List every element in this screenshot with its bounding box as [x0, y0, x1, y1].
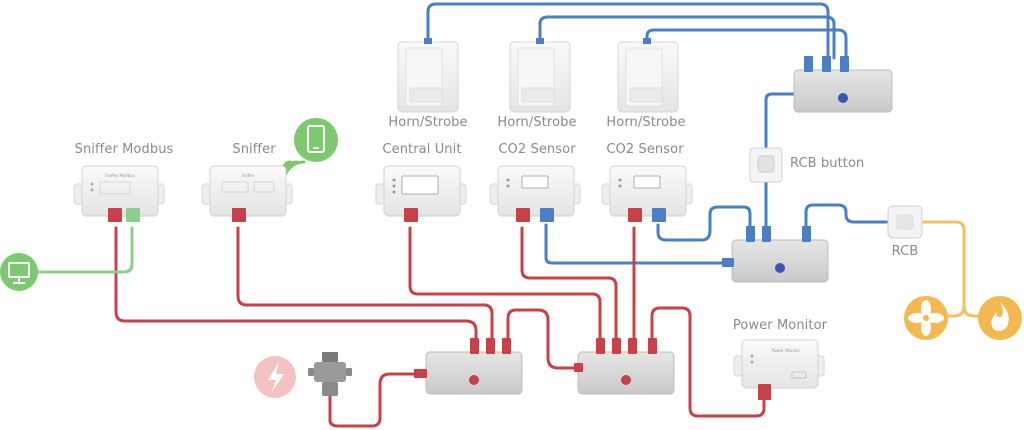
orange-cables	[920, 220, 982, 318]
power-monitor-device: Power Monitor	[733, 339, 825, 400]
power-monitor-panel-text: Power Monitor	[772, 348, 801, 353]
label-co2-sensor-1: CO2 Sensor	[498, 142, 576, 157]
wifi-icon	[282, 160, 306, 184]
co2-sensor-device	[601, 165, 693, 222]
label-horn-strobe-1: Horn/Strobe	[388, 115, 468, 130]
fan-icon	[904, 296, 948, 340]
sniffer-modbus-device: Sniffer Modbus	[73, 165, 165, 222]
label-rcb-button: RCB button	[790, 156, 865, 171]
power-supply-device	[308, 352, 352, 396]
monitor-icon	[0, 253, 38, 291]
label-horn-strobe-2: Horn/Strobe	[497, 115, 577, 130]
sniffer-device: Sniffer	[201, 165, 293, 222]
label-co2-sensor-2: CO2 Sensor	[606, 142, 684, 157]
power-bolt-icon	[254, 356, 296, 398]
label-horn-strobe-3: Horn/Strobe	[606, 115, 686, 130]
smartphone-icon	[294, 118, 338, 162]
fire-icon	[978, 296, 1022, 340]
rcb-device	[887, 205, 923, 239]
horn-strobe-device	[397, 38, 459, 113]
hub-top-blue	[793, 56, 893, 113]
red-cables	[114, 226, 766, 428]
hub-lower-blue	[722, 226, 829, 283]
label-rcb: RCB	[891, 244, 919, 259]
hub-red-a	[414, 338, 523, 395]
sniffer-modbus-panel-text: Sniffer Modbus	[105, 173, 135, 178]
horn-strobe-device	[509, 38, 571, 113]
label-central-unit: Central Unit	[382, 142, 462, 157]
label-sniffer: Sniffer	[232, 142, 276, 157]
hub-red-b	[574, 338, 675, 395]
sniffer-panel-text: Sniffer	[241, 173, 254, 178]
horn-strobe-device	[617, 38, 679, 113]
label-power-monitor: Power Monitor	[732, 318, 828, 333]
rcb-button-device	[749, 147, 783, 183]
green-cable	[34, 226, 134, 274]
label-sniffer-modbus: Sniffer Modbus	[74, 142, 174, 157]
blue-cables	[426, 2, 892, 265]
central-unit-device	[375, 165, 467, 222]
co2-sensor-device	[489, 165, 581, 222]
